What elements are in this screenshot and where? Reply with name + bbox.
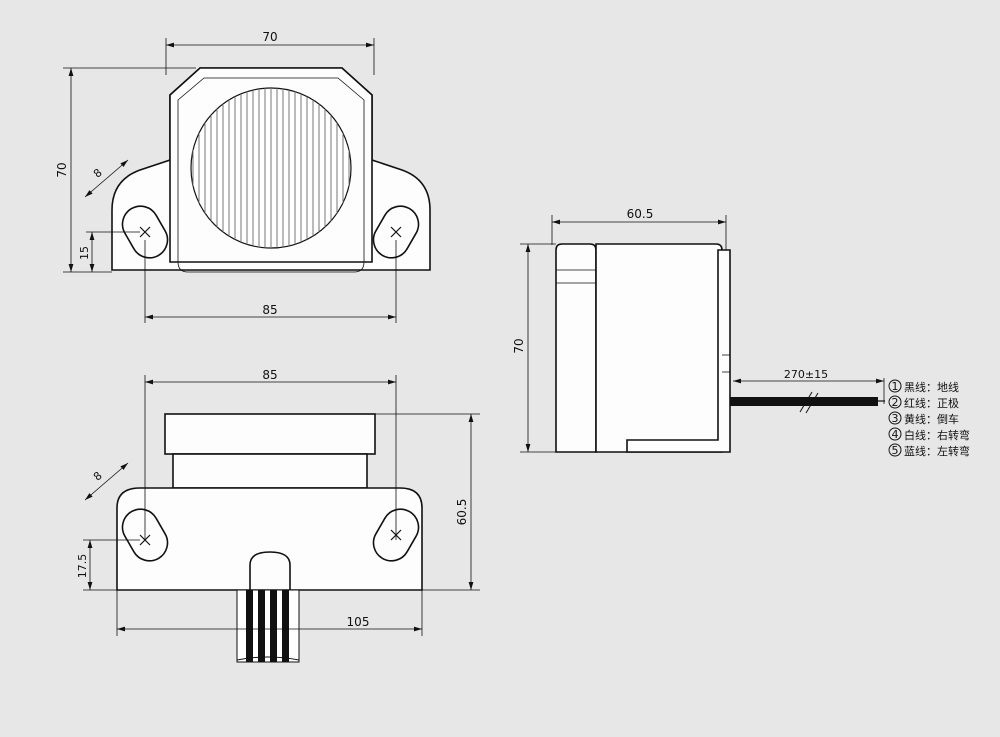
- side-height-label: 70: [512, 338, 526, 353]
- bottom-slot-dimension-line: [84, 462, 129, 501]
- legend-item: 2 红线：正极: [888, 395, 959, 410]
- bottom-hole-spacing-label: 85: [262, 368, 277, 382]
- legend-item: 4 白线：右转弯: [888, 427, 970, 442]
- legend-text: 蓝线：左转弯: [904, 444, 970, 458]
- legend-text: 白线：右转弯: [904, 428, 970, 442]
- side-main-body: [595, 243, 723, 453]
- front-view: 70 70 8 15 85: [55, 30, 431, 323]
- legend-number: 4: [892, 428, 899, 441]
- side-depth-label: 60.5: [627, 207, 654, 221]
- front-inner-frame: [177, 77, 365, 273]
- legend-text: 红线：正极: [904, 396, 959, 410]
- side-view: 60.5 70 270±15: [512, 207, 885, 453]
- wire-bundle: [236, 589, 300, 663]
- bottom-hole-height-label: 17.5: [76, 554, 89, 579]
- legend-text: 黄线：倒车: [904, 412, 959, 426]
- bottom-height-label: 60.5: [455, 499, 469, 526]
- bottom-top-cap: [164, 413, 376, 455]
- legend-number: 3: [892, 412, 899, 425]
- legend-item: 1 黑线：地线: [888, 379, 959, 394]
- legend-number: 5: [892, 444, 899, 457]
- cable-gland: [249, 551, 291, 591]
- legend-number: 1: [892, 380, 899, 393]
- front-hole-spacing-label: 85: [262, 303, 277, 317]
- bottom-view: 85 8 60.5 17.5 105: [76, 368, 480, 663]
- legend-number: 2: [892, 396, 899, 409]
- left-hole-center-mark: [139, 226, 151, 238]
- legend-item: 3 黄线：倒车: [888, 411, 959, 426]
- side-cable-length-label: 270±15: [784, 368, 828, 381]
- front-height-label: 70: [55, 162, 69, 177]
- wire-legend: 1 黑线：地线 2 红线：正极 3 黄线：倒车 4 白线：右转弯 5 蓝线：左转…: [888, 379, 970, 458]
- bottom-neck: [172, 453, 368, 489]
- side-front-cap: [555, 243, 597, 453]
- side-mounting-bracket: [626, 249, 731, 453]
- bottom-slot-label: 8: [91, 469, 105, 483]
- cable-break-mark: [799, 391, 819, 414]
- legend-item: 5 蓝线：左转弯: [888, 443, 970, 458]
- side-cable: [730, 397, 878, 406]
- legend-text: 黑线：地线: [904, 380, 959, 394]
- front-width-label: 70: [262, 30, 277, 44]
- front-hole-height-label: 15: [78, 246, 91, 260]
- front-slot-label: 8: [91, 166, 105, 180]
- front-slot-dimension-line: [84, 159, 129, 198]
- right-hole-center-mark: [390, 226, 402, 238]
- bottom-base-width-label: 105: [347, 615, 370, 629]
